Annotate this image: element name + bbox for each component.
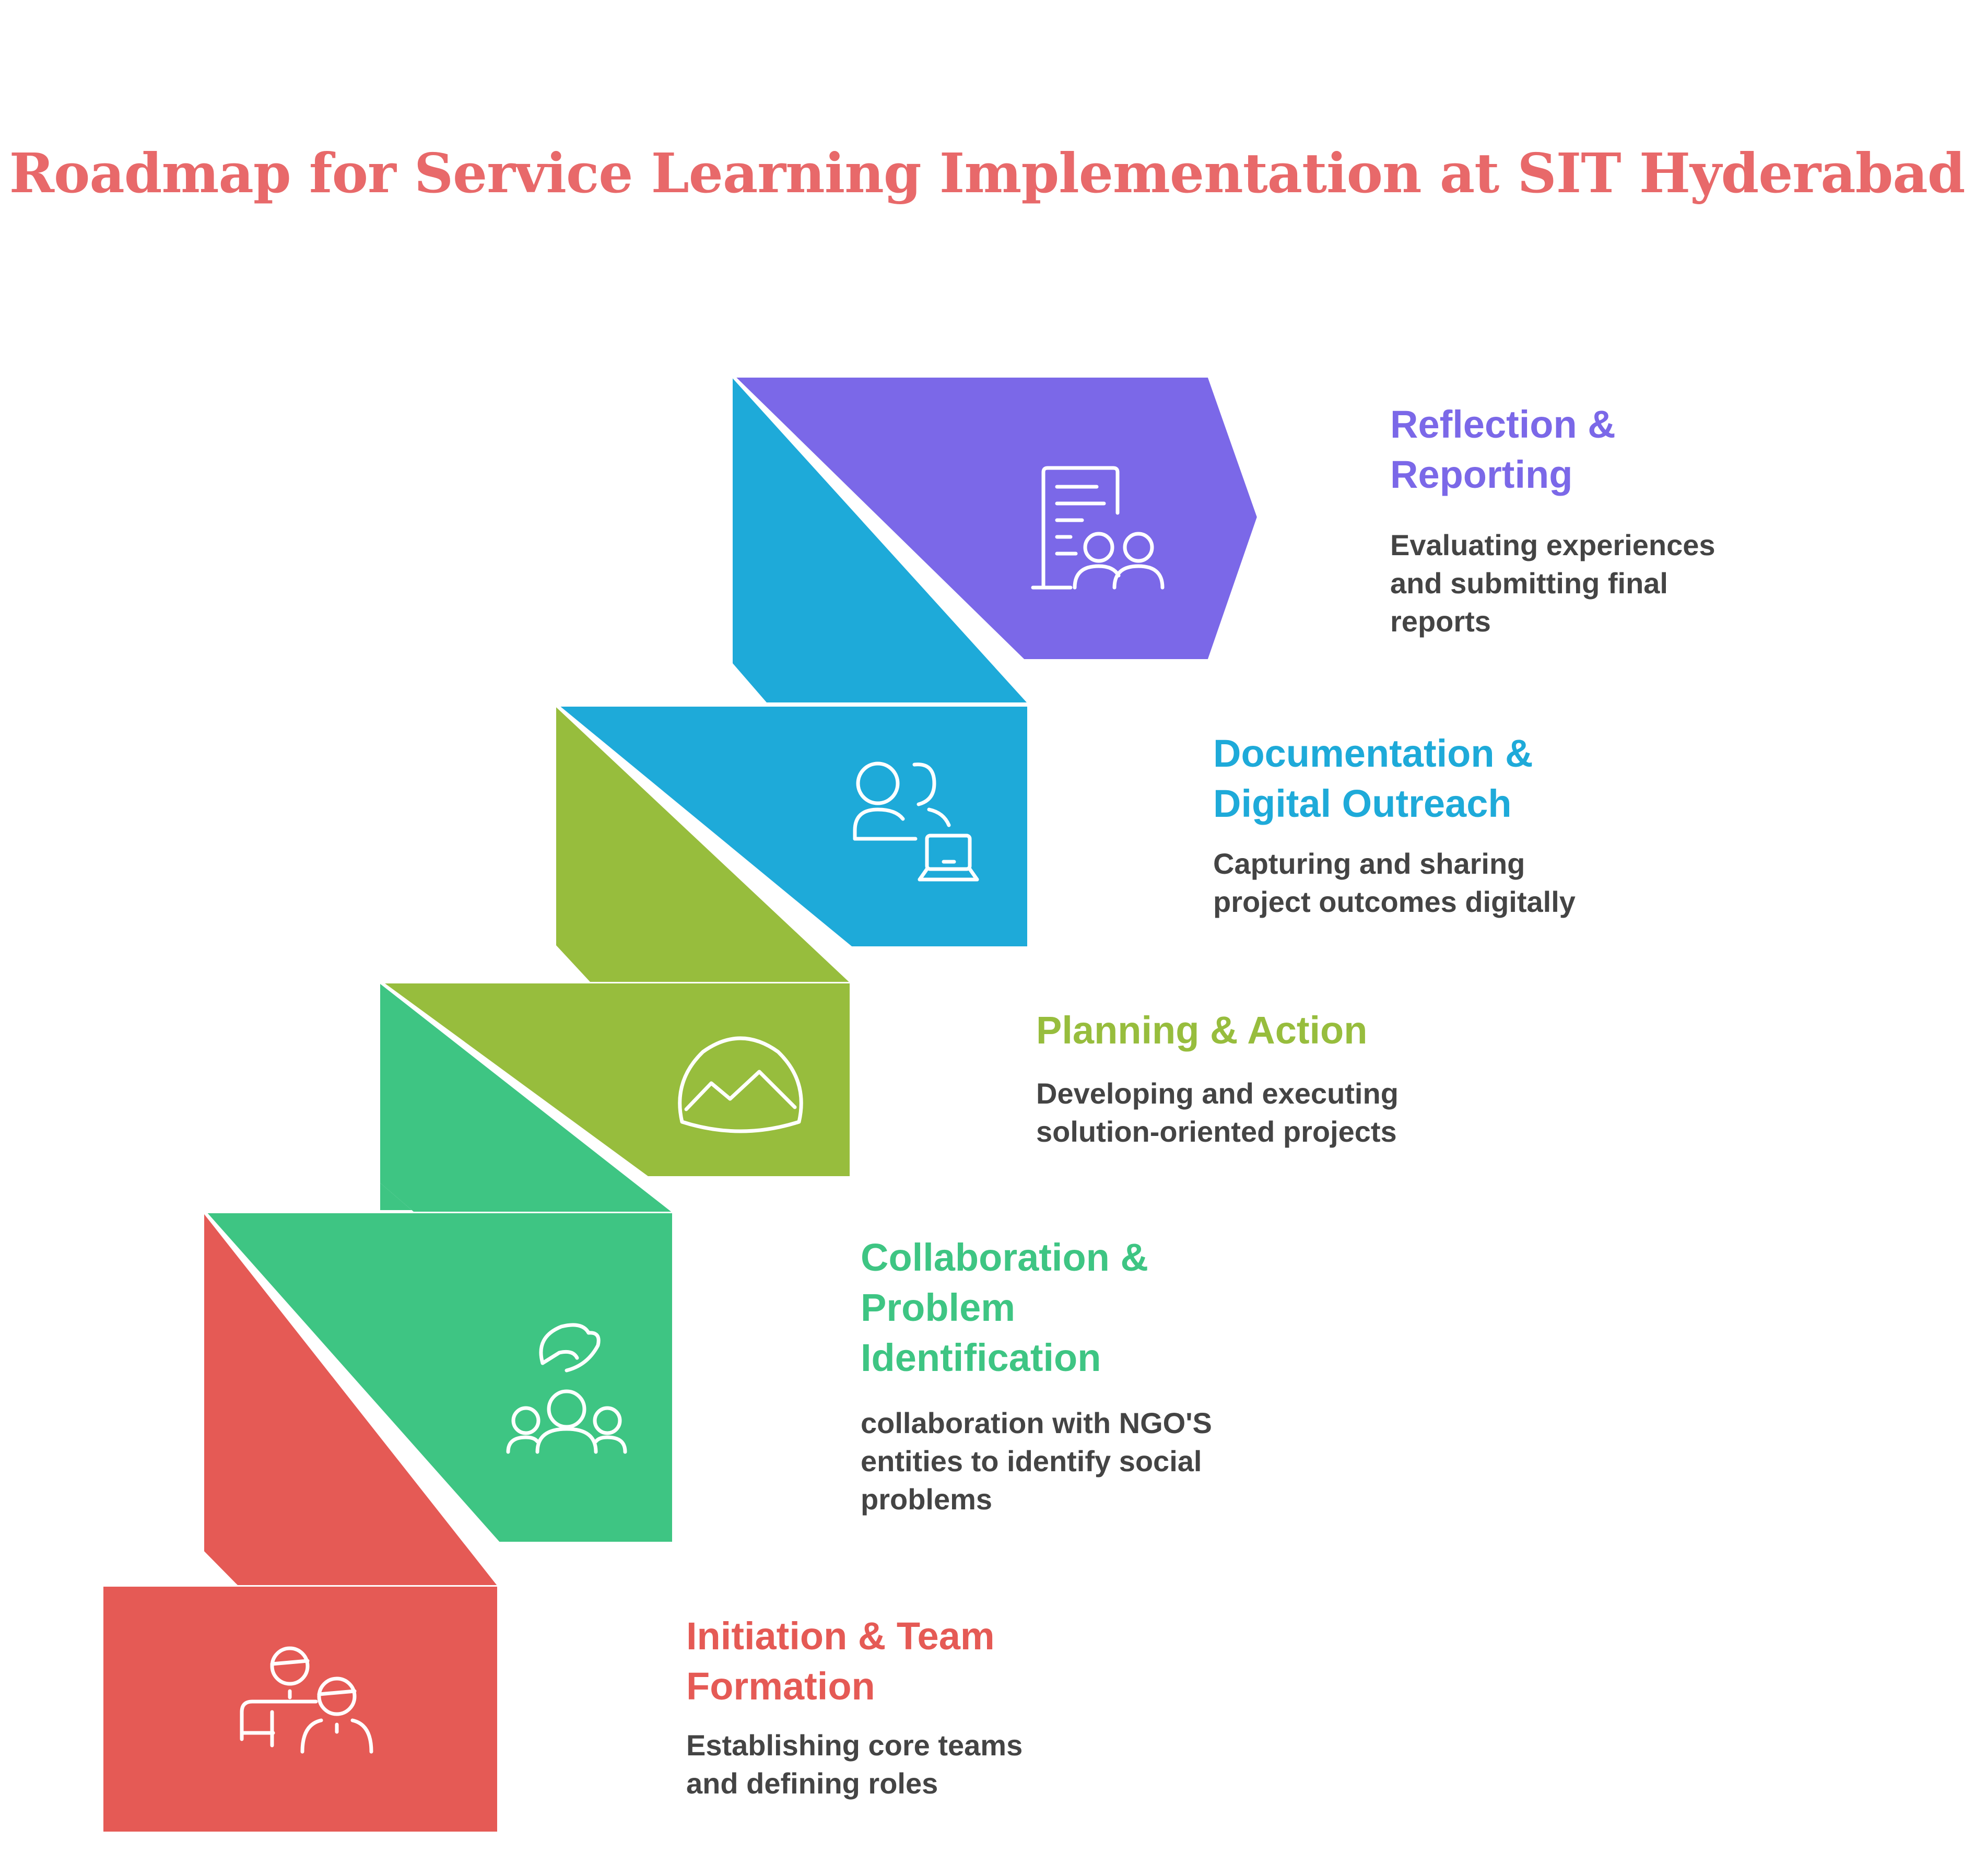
step-planning-title-line-1: Planning & Action xyxy=(1036,1009,1368,1052)
step-planning-text: Planning & Action Developing and executi… xyxy=(1036,1005,1399,1151)
step-initiation-text: Initiation & Team Formation Establishing… xyxy=(686,1611,1023,1802)
step-initiation-description: Establishing core teams and defining rol… xyxy=(686,1726,1023,1802)
step-reflection-description: Evaluating experiences and submitting fi… xyxy=(1390,526,1716,640)
step-reflection-desc-line-1: Evaluating experiences xyxy=(1390,529,1716,561)
users-laptop-icon xyxy=(853,761,979,882)
report-group-icon xyxy=(1031,466,1165,590)
step-documentation-block xyxy=(551,704,1030,983)
step-documentation-title: Documentation & Digital Outreach xyxy=(1213,729,1576,829)
step-collaboration-title-line-2: Problem xyxy=(861,1286,1016,1329)
step-initiation-desc-line-1: Establishing core teams xyxy=(686,1729,1023,1762)
step-planning-block xyxy=(375,980,853,1213)
step-collaboration-description: collaboration with NGO'S entities to ide… xyxy=(861,1404,1212,1518)
step-initiation-desc-line-2: and defining roles xyxy=(686,1767,938,1800)
step-collaboration-block xyxy=(201,1183,675,1586)
step-documentation-desc-line-2: project outcomes digitally xyxy=(1213,885,1576,918)
step-initiation-face xyxy=(100,1584,500,1835)
step-collaboration-text: Collaboration & Problem Identification c… xyxy=(861,1233,1212,1518)
step-planning-desc-line-2: solution-oriented projects xyxy=(1036,1115,1397,1148)
step-documentation-face xyxy=(551,704,1030,949)
step-reflection-title: Reflection & Reporting xyxy=(1390,400,1716,500)
step-collaboration-desc-line-2: entities to identify social xyxy=(861,1445,1202,1478)
step-reflection-title-line-1: Reflection & xyxy=(1390,403,1616,446)
step-reflection-text: Reflection & Reporting Evaluating experi… xyxy=(1390,400,1716,640)
step-documentation-desc-line-1: Capturing and sharing xyxy=(1213,847,1525,880)
step-documentation-title-line-2: Digital Outreach xyxy=(1213,782,1512,825)
step-collaboration-desc-line-3: problems xyxy=(861,1483,993,1516)
step-planning-desc-line-1: Developing and executing xyxy=(1036,1077,1399,1110)
step-collaboration-title-line-3: Identification xyxy=(861,1336,1101,1379)
hand-over-group-icon xyxy=(506,1323,627,1454)
step-reflection-title-line-2: Reporting xyxy=(1390,453,1573,496)
step-collaboration-desc-line-1: collaboration with NGO'S xyxy=(861,1406,1212,1439)
step-reflection-desc-line-3: reports xyxy=(1390,605,1491,638)
team-roles-icon xyxy=(240,1646,373,1754)
step-reflection-face xyxy=(728,374,1261,662)
step-documentation-text: Documentation & Digital Outreach Capturi… xyxy=(1213,729,1576,921)
mountain-dome-icon xyxy=(678,1036,803,1133)
step-initiation-title: Initiation & Team Formation xyxy=(686,1611,1023,1711)
step-reflection-block xyxy=(728,374,1261,704)
step-collaboration-title-line-1: Collaboration & xyxy=(861,1236,1148,1279)
step-initiation-title-line-1: Initiation & Team xyxy=(686,1614,995,1658)
step-documentation-description: Capturing and sharing project outcomes d… xyxy=(1213,845,1576,921)
step-collaboration-title: Collaboration & Problem Identification xyxy=(861,1233,1212,1383)
step-planning-title: Planning & Action xyxy=(1036,1005,1399,1056)
step-initiation-title-line-2: Formation xyxy=(686,1664,875,1708)
step-planning-description: Developing and executing solution-orient… xyxy=(1036,1074,1399,1151)
step-reflection-desc-line-2: and submitting final xyxy=(1390,567,1668,600)
page-title: Roadmap for Service Learning Implementat… xyxy=(9,141,1966,205)
step-documentation-title-line-1: Documentation & xyxy=(1213,732,1533,775)
